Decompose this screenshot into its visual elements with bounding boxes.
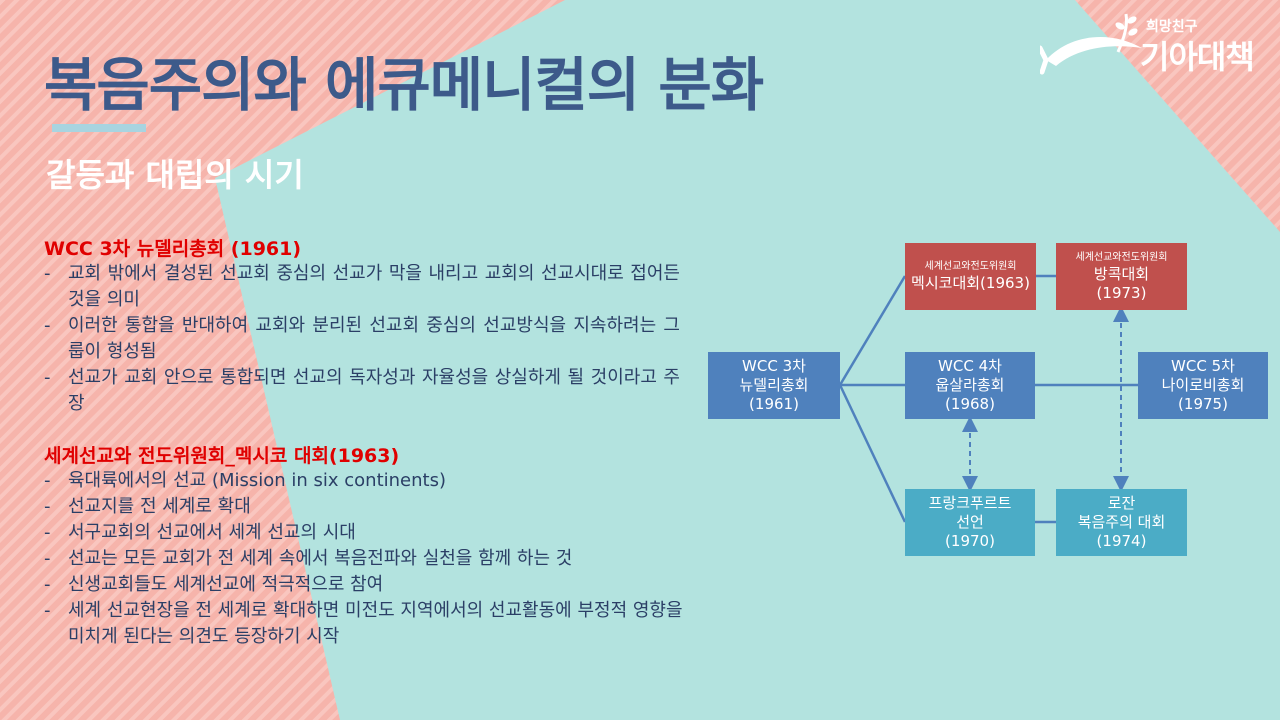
list-item: -서구교회의 선교에서 세계 선교의 시대 (44, 520, 684, 546)
logo-tagline: 희망친구 (1146, 19, 1198, 35)
list-item: -선교지를 전 세계로 확대 (44, 494, 684, 520)
slide-title: 복음주의와 에큐메니컬의 분화 (44, 51, 764, 119)
bullet-dash: - (44, 574, 51, 595)
node-nairobi-assembly: WCC 5차 나이로비총회 (1975) (1138, 352, 1268, 419)
node-newdelhi-assembly: WCC 3차 뉴델리총회 (1961) (708, 352, 840, 419)
list-item: -신생교회들도 세계선교에 적극적으로 참여 (44, 572, 684, 598)
node-uppsala-assembly: WCC 4차 웁살라총회 (1968) (905, 352, 1035, 419)
node-mexico-conference: 세계선교와전도위원회 멕시코대회(1963) (905, 243, 1036, 310)
fish-logo-icon (1037, 13, 1142, 75)
list-item: -세계 선교현장을 전 세계로 확대하면 미전도 지역에서의 선교활동에 부정적… (44, 600, 683, 647)
slide-subtitle: 갈등과 대립의 시기 (46, 156, 304, 194)
bullet-dash: - (44, 470, 51, 491)
bullet-dash: - (44, 600, 51, 621)
node-frankfurt-declaration: 프랑크푸르트 선언 (1970) (905, 489, 1035, 556)
list-item: -선교는 모든 교회가 전 세계 속에서 복음전파와 실천을 함께 하는 것 (44, 546, 684, 572)
bullet-dash: - (44, 263, 51, 284)
bullet-dash: - (44, 548, 51, 569)
bullet-list: -교회 밖에서 결성된 선교회 중심의 선교가 막을 내리고 교회의 선교시대로… (44, 261, 680, 417)
list-item: -이러한 통합을 반대하여 교회와 분리된 선교회 중심의 선교방식을 지속하려… (44, 315, 680, 362)
logo-name: 기아대책 (1140, 38, 1255, 76)
section-heading: WCC 3차 뉴델리총회 (1961) (44, 238, 302, 260)
bullet-dash: - (44, 315, 51, 336)
title-underline (52, 124, 146, 132)
bullet-dash: - (44, 367, 51, 388)
bullet-dash: - (44, 496, 51, 517)
section-newdelhi: WCC 3차 뉴델리총회 (1961) -교회 밖에서 결성된 선교회 중심의 … (44, 234, 680, 417)
brand-logo: 희망친구 기아대책 (1037, 8, 1270, 80)
bullet-list: -육대륙에서의 선교 (Mission in six continents) -… (44, 468, 684, 650)
bullet-dash: - (44, 522, 51, 543)
list-item: -육대륙에서의 선교 (Mission in six continents) (44, 468, 684, 494)
node-bangkok-conference: 세계선교와전도위원회 방콕대회 (1973) (1056, 243, 1187, 310)
list-item: -교회 밖에서 결성된 선교회 중심의 선교가 막을 내리고 교회의 선교시대로… (44, 263, 680, 310)
section-mexico: 세계선교와 전도위원회_멕시코 대회(1963) -육대륙에서의 선교 (Mis… (44, 441, 684, 650)
section-heading: 세계선교와 전도위원회_멕시코 대회(1963) (44, 445, 400, 467)
list-item: -선교가 교회 안으로 통합되면 선교의 독자성과 자율성을 상실하게 될 것이… (44, 367, 680, 414)
node-lausanne-congress: 로잔 복음주의 대회 (1974) (1056, 489, 1187, 556)
